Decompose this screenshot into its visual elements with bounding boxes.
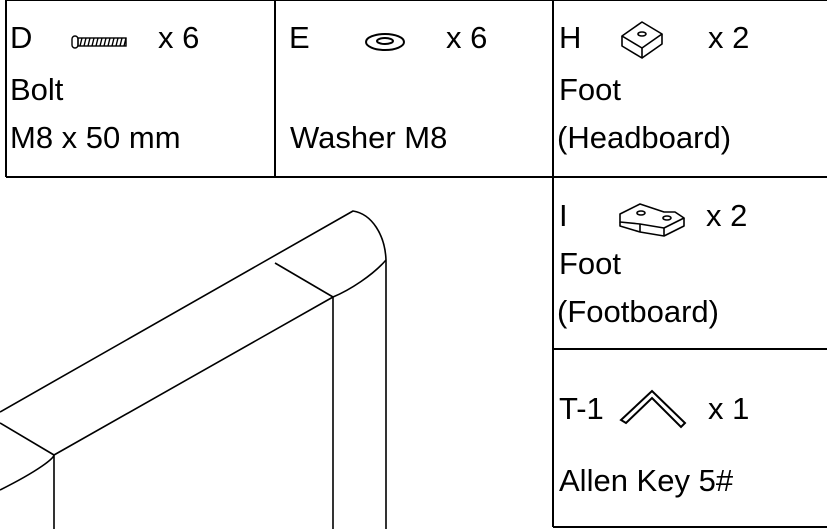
foot-corner-icon bbox=[619, 203, 685, 237]
part-d-spec: M8 x 50 mm bbox=[10, 120, 181, 155]
bolt-icon bbox=[71, 35, 127, 49]
part-d-code: D bbox=[10, 20, 33, 55]
part-t1-quantity: x 1 bbox=[708, 391, 750, 426]
part-d-quantity: x 6 bbox=[158, 20, 200, 55]
parts-table-grid bbox=[5, 0, 827, 528]
part-i-name: Foot bbox=[559, 246, 622, 281]
part-e-quantity: x 6 bbox=[446, 20, 488, 55]
part-t1-code: T-1 bbox=[559, 391, 604, 426]
part-i-spec: (Footboard) bbox=[557, 294, 719, 329]
part-e-code: E bbox=[289, 20, 310, 55]
part-h-spec: (Headboard) bbox=[557, 120, 732, 155]
part-h-name: Foot bbox=[559, 72, 622, 107]
part-h-quantity: x 2 bbox=[708, 20, 750, 55]
part-t1-name: Allen Key 5# bbox=[559, 463, 734, 498]
part-i-code: I bbox=[559, 198, 568, 233]
foot-block-icon bbox=[621, 21, 663, 59]
bed-frame-illustration bbox=[0, 210, 387, 529]
part-d-name: Bolt bbox=[10, 72, 64, 107]
part-h-code: H bbox=[559, 20, 582, 55]
part-i-quantity: x 2 bbox=[706, 198, 748, 233]
part-e-name: Washer M8 bbox=[290, 120, 448, 155]
allen-key-icon bbox=[619, 389, 687, 429]
washer-icon bbox=[365, 33, 405, 51]
